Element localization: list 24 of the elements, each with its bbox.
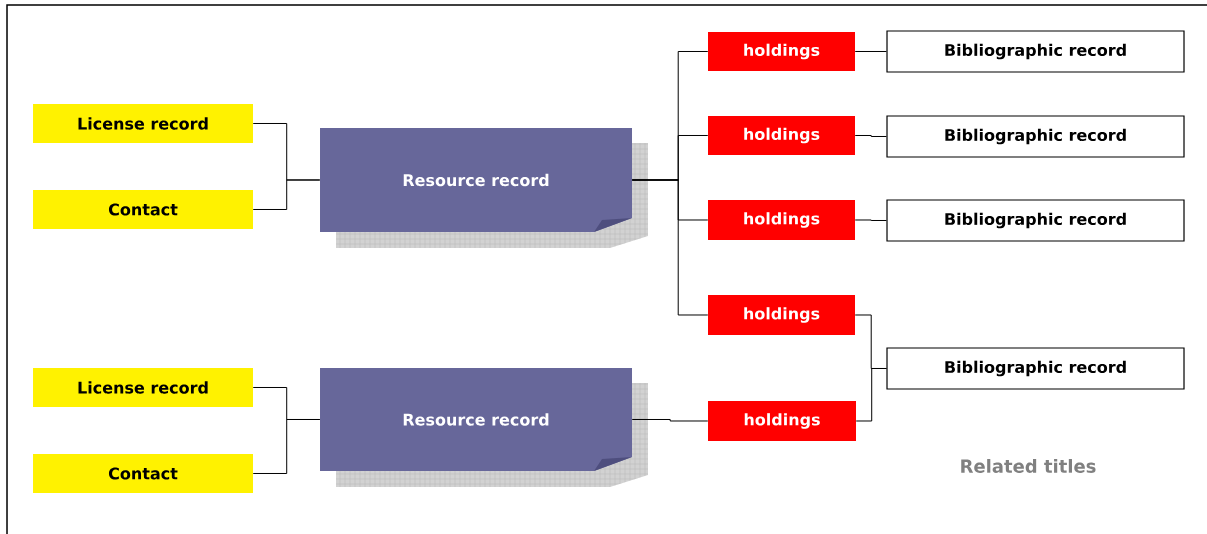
record-box: Contact <box>33 190 253 229</box>
connector-line <box>854 51 887 52</box>
record-box: Bibliographic record <box>886 115 1185 158</box>
record-box: Bibliographic record <box>886 347 1185 390</box>
caption-text: Related titles <box>961 459 1096 473</box>
holdings-box: holdings <box>708 401 856 441</box>
holdings-box: holdings <box>708 32 855 71</box>
connector-line <box>854 135 887 137</box>
record-box: Bibliographic record <box>886 30 1185 73</box>
connector-line <box>252 179 321 210</box>
connector-line <box>252 419 321 474</box>
connector-line <box>855 368 887 422</box>
record-box: Bibliographic record <box>886 199 1185 242</box>
holdings-box: holdings <box>708 200 855 240</box>
resource-card: Resource record <box>320 128 632 232</box>
holdings-box: holdings <box>708 295 855 335</box>
connector-line <box>854 219 887 221</box>
record-box: License record <box>33 104 253 143</box>
holdings-box: holdings <box>708 116 855 155</box>
record-box: License record <box>33 368 253 407</box>
resource-card: Resource record <box>320 368 632 471</box>
record-box: Contact <box>33 454 253 493</box>
connector-line <box>631 419 709 422</box>
connector-line <box>631 179 709 316</box>
